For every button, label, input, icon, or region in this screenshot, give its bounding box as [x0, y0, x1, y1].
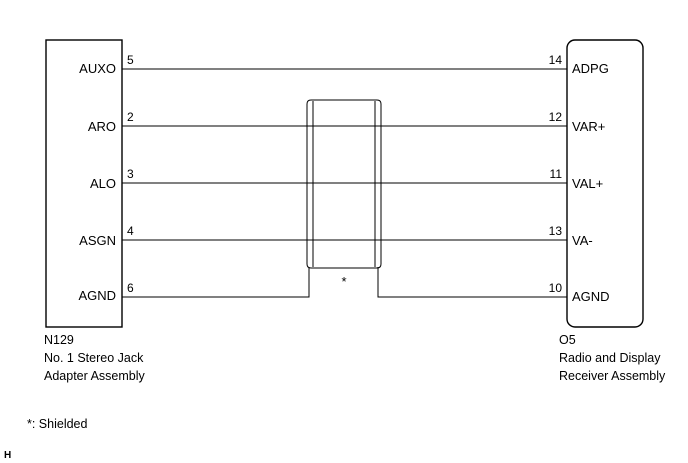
- right-connector-name-line2: Receiver Assembly: [559, 369, 666, 383]
- right-signal-label: VAR+: [572, 119, 605, 134]
- left-pin-number: 3: [127, 167, 134, 181]
- shield-marker: *: [341, 274, 346, 289]
- shield-enclosure: [306, 99, 382, 269]
- left-signal-label: ALO: [90, 176, 116, 191]
- right-pin-number: 11: [550, 167, 563, 181]
- right-signal-label: VAL+: [572, 176, 603, 191]
- left-connector-name-line1: No. 1 Stereo Jack: [44, 351, 144, 365]
- right-signal-label: VA-: [572, 233, 593, 248]
- right-connector-caption: O5 Radio and Display Receiver Assembly: [559, 331, 665, 385]
- left-signal-label: ARO: [88, 119, 116, 134]
- left-signal-label: ASGN: [79, 233, 116, 248]
- right-pin-number: 13: [549, 224, 563, 238]
- left-signal-label: AGND: [78, 288, 116, 303]
- left-connector-code: N129: [44, 333, 74, 347]
- left-pin-number: 5: [127, 53, 134, 67]
- wire-agnd-agnd: [122, 267, 567, 298]
- right-pin-number: 10: [549, 281, 563, 295]
- left-connector-caption: N129 No. 1 Stereo Jack Adapter Assembly: [44, 331, 145, 385]
- left-connector-name-line2: Adapter Assembly: [44, 369, 145, 383]
- left-signal-label: AUXO: [79, 61, 116, 76]
- right-signal-label: AGND: [572, 289, 610, 304]
- shield-footnote: *: Shielded: [27, 417, 88, 431]
- right-signal-label: ADPG: [572, 61, 609, 76]
- left-pin-number: 6: [127, 281, 134, 295]
- right-pin-number: 12: [549, 110, 563, 124]
- right-connector-code: O5: [559, 333, 576, 347]
- right-pin-number: 14: [549, 53, 563, 67]
- right-connector-name-line1: Radio and Display: [559, 351, 661, 365]
- corner-mark: H: [4, 450, 12, 461]
- left-pin-number: 4: [127, 224, 134, 238]
- left-pin-number: 2: [127, 110, 134, 124]
